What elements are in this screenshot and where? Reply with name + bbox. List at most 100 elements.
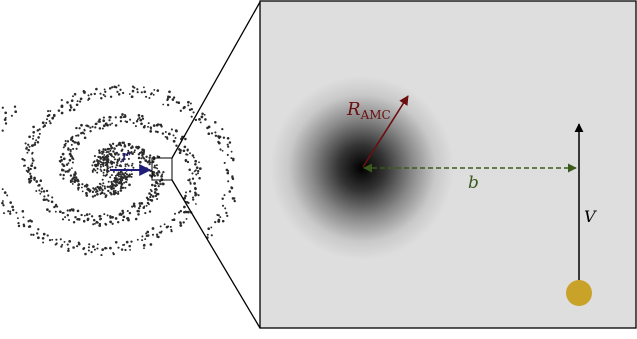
star-dot [85, 194, 89, 197]
star-dot [120, 149, 123, 152]
star-dot [103, 156, 107, 159]
star-dot [60, 99, 63, 102]
star-dot [140, 122, 143, 126]
star-dot [194, 163, 197, 166]
star-dot [145, 204, 148, 207]
star-dot [130, 173, 133, 176]
star-dot [103, 213, 106, 216]
star-dot [39, 192, 42, 195]
star-dot [232, 177, 235, 180]
star-dot [157, 235, 160, 239]
star-dot [75, 147, 78, 150]
star-dot [38, 132, 41, 135]
star-dot [131, 89, 135, 93]
star-dot [113, 158, 116, 161]
star-dot [168, 133, 171, 136]
star-dot [106, 171, 109, 174]
star-dot [33, 166, 37, 170]
star-dot [66, 209, 69, 212]
star-dot [125, 153, 129, 157]
star-dot [25, 169, 28, 172]
star-dot [124, 178, 127, 181]
star-dot [96, 221, 99, 224]
star-dot [80, 213, 83, 217]
star-dot [54, 203, 58, 207]
star-dot [160, 230, 163, 233]
star-dot [137, 213, 140, 216]
star-dot [226, 171, 230, 175]
star-dot [105, 155, 108, 157]
star-dot [111, 165, 114, 168]
star-dot [64, 216, 67, 219]
star-dot [230, 186, 233, 189]
star-dot [78, 127, 81, 130]
star-dot [1, 200, 4, 202]
star-dot [94, 187, 97, 190]
star-dot [46, 208, 49, 211]
star-dot [161, 173, 164, 176]
star-dot [42, 241, 45, 244]
r-label: r [121, 146, 131, 167]
star-dot [59, 161, 62, 163]
star-dot [9, 201, 12, 204]
star-dot [127, 144, 130, 147]
star-dot [224, 207, 227, 210]
star-dot [148, 156, 151, 160]
star-dot [92, 223, 95, 226]
star-dot [87, 187, 90, 190]
star-dot [62, 169, 65, 172]
star-dot [120, 248, 124, 251]
star-dot [108, 119, 111, 122]
star-dot [221, 127, 224, 131]
star-dot [164, 131, 167, 133]
star-dot [151, 183, 154, 187]
star-dot [194, 118, 198, 122]
star-dot [111, 215, 114, 219]
star-dot [112, 156, 115, 159]
star-dot [102, 119, 105, 122]
star-dot [39, 179, 43, 182]
star-dot [85, 191, 88, 195]
star-dot [185, 200, 189, 204]
star-dot [98, 118, 101, 121]
star-dot [43, 195, 46, 198]
star-dot [88, 243, 91, 246]
star-dot [32, 159, 35, 162]
star-dot [150, 199, 154, 202]
star-dot [70, 143, 73, 146]
star-dot [113, 180, 115, 183]
star-dot [152, 124, 156, 127]
star-dot [61, 152, 65, 156]
star-dot [183, 210, 186, 214]
star-dot [47, 110, 50, 113]
star-dot [111, 86, 114, 89]
star-dot [107, 158, 110, 161]
star-dot [96, 171, 99, 174]
star-dot [82, 219, 86, 223]
star-dot [32, 137, 34, 140]
star-dot [124, 171, 127, 175]
star-dot [169, 225, 172, 228]
star-dot [117, 173, 120, 176]
star-dot [22, 224, 26, 228]
star-dot [69, 180, 73, 184]
star-dot [28, 181, 31, 184]
star-dot [110, 192, 113, 196]
star-dot [134, 217, 138, 221]
star-dot [103, 154, 106, 156]
star-dot [122, 215, 126, 219]
star-dot [153, 191, 157, 194]
star-dot [118, 158, 121, 161]
star-dot [135, 145, 138, 149]
star-dot [21, 209, 25, 213]
star-dot [1, 106, 4, 109]
star-dot [66, 140, 70, 143]
star-dot [33, 178, 36, 181]
star-dot [141, 152, 145, 156]
star-dot [71, 139, 75, 143]
star-dot [127, 151, 130, 154]
star-dot [227, 180, 230, 183]
zoom-line-bottom [171, 179, 261, 329]
star-dot [81, 183, 84, 186]
star-dot [71, 161, 74, 164]
